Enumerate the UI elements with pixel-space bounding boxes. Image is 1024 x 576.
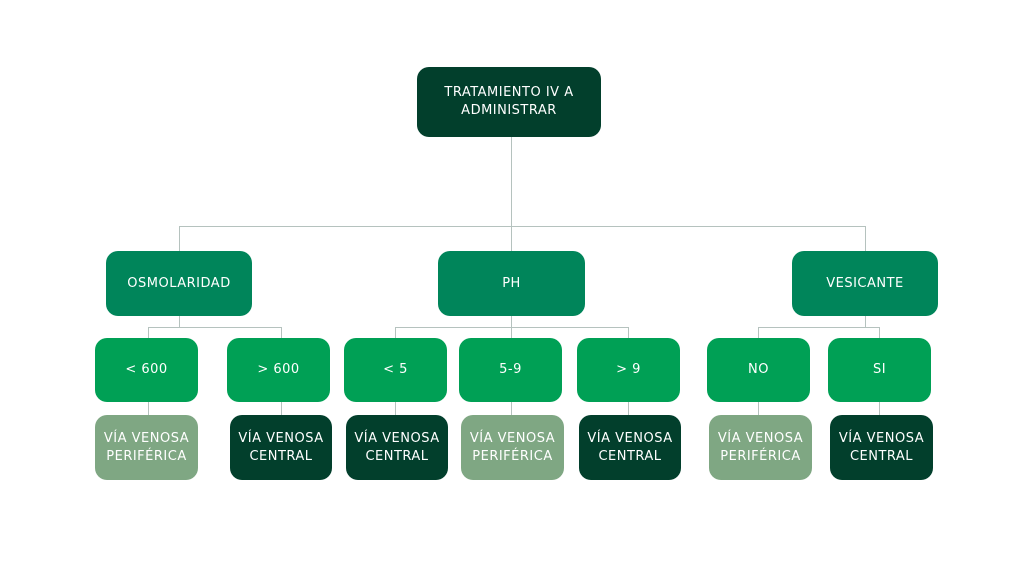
connector [148,327,149,338]
result-peripheral: VÍA VENOSA PERIFÉRICA [709,415,812,480]
connector [395,327,628,328]
connector [758,327,759,338]
connector [281,327,282,338]
condition-lt-5: < 5 [344,338,447,402]
connector [865,316,866,327]
connector [628,402,629,415]
result-peripheral: VÍA VENOSA PERIFÉRICA [461,415,564,480]
connector [758,402,759,415]
condition-5-9: 5-9 [459,338,562,402]
connector [628,327,629,338]
connector [179,226,180,251]
result-peripheral: VÍA VENOSA PERIFÉRICA [95,415,198,480]
condition-no: NO [707,338,810,402]
condition-si: SI [828,338,931,402]
condition-lt-600: < 600 [95,338,198,402]
connector [395,402,396,415]
connector [879,327,880,338]
connector [395,327,396,338]
criterion-vesicante: VESICANTE [792,251,938,316]
connector [281,402,282,415]
result-central: VÍA VENOSA CENTRAL [579,415,681,480]
criterion-ph: PH [438,251,585,316]
connector [148,402,149,415]
connector [865,226,866,251]
condition-gt-600: > 600 [227,338,330,402]
root-node: TRATAMIENTO IV A ADMINISTRAR [417,67,601,137]
connector [758,327,879,328]
connector [879,402,880,415]
connector [148,327,281,328]
result-central: VÍA VENOSA CENTRAL [830,415,933,480]
connector [511,137,512,251]
connector [511,402,512,415]
result-central: VÍA VENOSA CENTRAL [346,415,448,480]
result-central: VÍA VENOSA CENTRAL [230,415,332,480]
connector [179,226,866,227]
connector [179,316,180,327]
criterion-osmolaridad: OSMOLARIDAD [106,251,252,316]
condition-gt-9: > 9 [577,338,680,402]
